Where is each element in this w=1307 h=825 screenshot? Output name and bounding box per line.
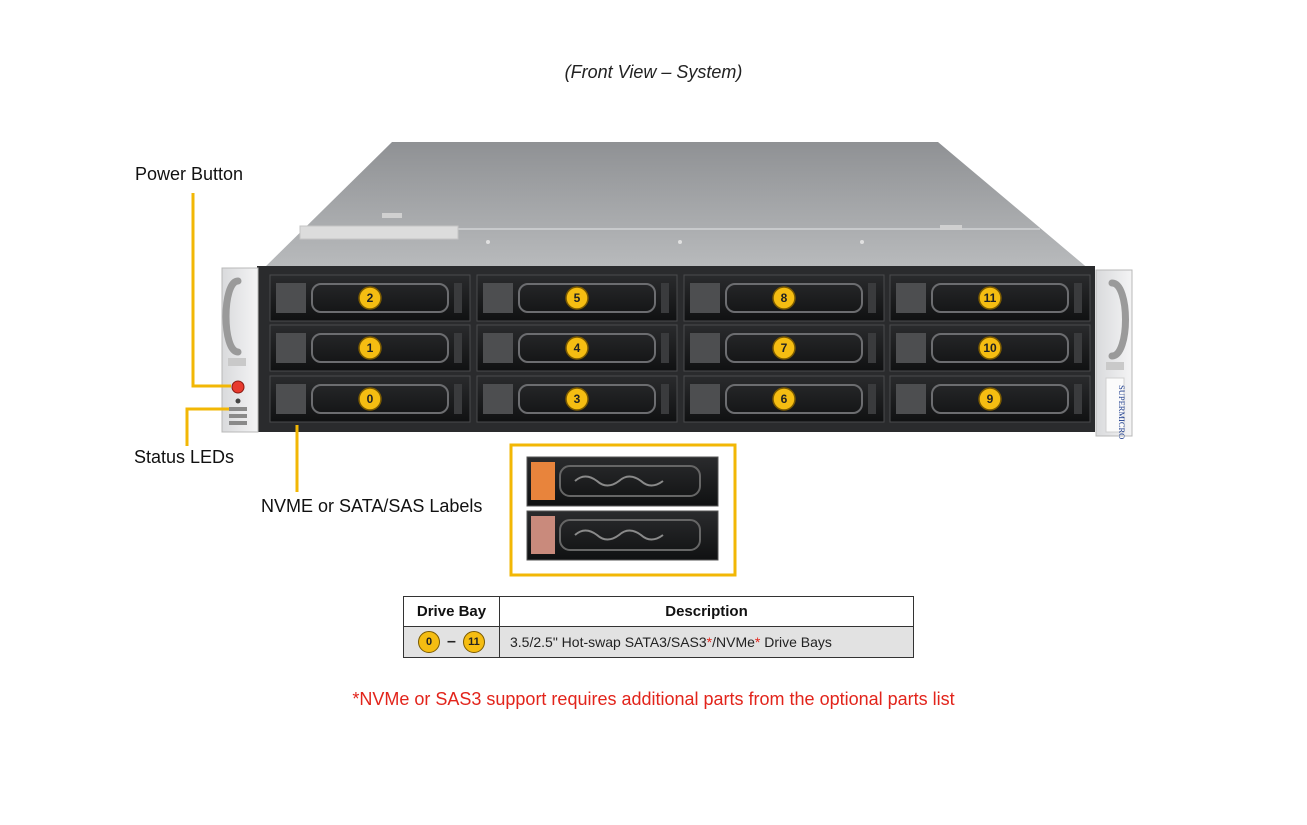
- bay-number-label: 4: [574, 341, 581, 355]
- bay-number-label: 3: [574, 392, 581, 406]
- bay-number-badge: [772, 387, 796, 411]
- drive-bays: 0 1 2 3 4 5 6 7 8 9 10 11: [269, 274, 1091, 423]
- bay-number-badge: [978, 387, 1002, 411]
- desc-asterisk-1: *: [706, 634, 713, 650]
- power-button-indicator: [231, 380, 245, 394]
- drive-tray: 6: [683, 375, 885, 423]
- drive-tray: 2: [269, 274, 471, 322]
- drive-tray: 1: [269, 324, 471, 372]
- bay-number-badge: [978, 286, 1002, 310]
- power-button-callout-line: [191, 193, 231, 388]
- bay-number-badge: [358, 336, 382, 360]
- bay-number-badge: [358, 387, 382, 411]
- drive-tray: 10: [889, 324, 1091, 372]
- drive-tray: 3: [476, 375, 678, 423]
- bay-number-badge: [772, 336, 796, 360]
- drive-tray: 8: [683, 274, 885, 322]
- description-header: Description: [499, 596, 914, 627]
- bay-number-label: 8: [781, 291, 788, 305]
- drive-bay-description: 3.5/2.5" Hot-swap SATA3/SAS3*/NVMe* Driv…: [499, 626, 914, 658]
- chassis-sticker: [299, 225, 459, 240]
- drive-bay-header: Drive Bay: [403, 596, 500, 627]
- chassis-top: [262, 142, 1090, 270]
- desc-text-2: /NVMe: [712, 634, 755, 650]
- bay-number-label: 7: [781, 341, 788, 355]
- drive-tray: 7: [683, 324, 885, 372]
- nvme-label-tray: [526, 456, 719, 507]
- figure-caption: (Front View – System): [564, 62, 743, 82]
- bay-number-badge: [978, 336, 1002, 360]
- drive-tray: 4: [476, 324, 678, 372]
- drive-tray: 0: [269, 375, 471, 423]
- status-leds-callout-line: [185, 407, 229, 446]
- drive-tray: 5: [476, 274, 678, 322]
- bay-start-badge: 0: [418, 631, 441, 653]
- drive-bay-range: 0–11: [403, 626, 500, 658]
- bay-number-badge: [358, 286, 382, 310]
- bay-number-label: 5: [574, 291, 581, 305]
- bay-number-badge: [772, 286, 796, 310]
- brand-label: SUPERMICRO: [1117, 385, 1127, 439]
- drive-tray: 11: [889, 274, 1091, 322]
- bay-number-badge: [565, 387, 589, 411]
- desc-asterisk-2: *: [754, 634, 761, 650]
- power-button-label: Power Button: [135, 164, 244, 184]
- drive-bay-table: Drive Bay Description 0–11 3.5/2.5" Hot-…: [403, 596, 914, 658]
- table-row: 0–11 3.5/2.5" Hot-swap SATA3/SAS3*/NVMe*…: [403, 626, 914, 658]
- desc-text-1: 3.5/2.5" Hot-swap SATA3/SAS3: [510, 634, 707, 650]
- status-leds-label: Status LEDs: [134, 447, 235, 467]
- drive-tray: 9: [889, 375, 1091, 423]
- bay-number-label: 6: [781, 392, 788, 406]
- bay-number-label: 1: [367, 341, 374, 355]
- footnote: *NVMe or SAS3 support requires additiona…: [352, 689, 955, 709]
- bay-number-label: 0: [367, 392, 374, 406]
- sas-label-tray: [526, 510, 719, 561]
- bay-number-label: 9: [987, 392, 994, 406]
- bay-number-badge: [565, 286, 589, 310]
- bay-end-badge: 11: [462, 631, 485, 653]
- desc-text-3: Drive Bays: [760, 634, 832, 650]
- bay-range-separator: –: [447, 633, 456, 650]
- bay-number-badge: [565, 336, 589, 360]
- status-led-indicator: [235, 398, 241, 404]
- bay-number-label: 11: [984, 291, 997, 305]
- bay-number-label: 2: [367, 291, 374, 305]
- drive-labels-label: NVME or SATA/SAS Labels: [261, 496, 483, 516]
- bay-number-label: 10: [983, 341, 997, 355]
- table-header-row: Drive Bay Description: [403, 596, 914, 627]
